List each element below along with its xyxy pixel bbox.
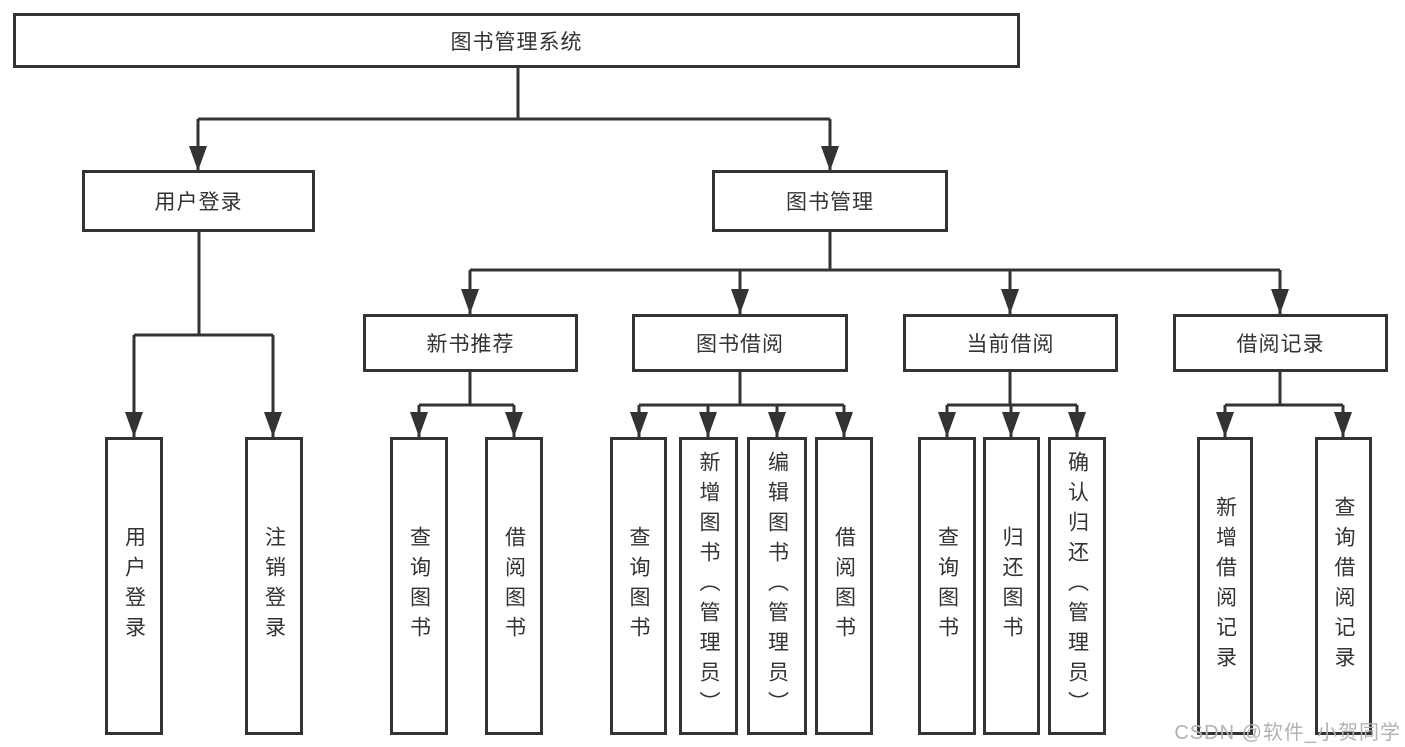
leaf-borrow-book-2-label: 借阅图书	[832, 526, 856, 646]
connector-book-borrow-to-leaves	[637, 372, 846, 437]
leaf-logout: 注销登录	[245, 437, 303, 735]
node-book-borrow-label: 图书借阅	[696, 333, 784, 356]
arrowhead-book-borrow	[731, 289, 749, 314]
node-current-borrow: 当前借阅	[903, 314, 1118, 372]
leaf-query-book-3-label: 查询图书	[935, 526, 959, 646]
leaf-add-book-admin-label: 新增图书（管理员）	[697, 451, 721, 721]
arrowhead-current-borrow	[1001, 289, 1019, 314]
leaf-edit-book-admin-label: 编辑图书（管理员）	[765, 451, 789, 721]
leaf-confirm-return-admin-label: 确认归还（管理员）	[1065, 451, 1089, 721]
node-root: 图书管理系统	[13, 13, 1020, 68]
leaf-query-book-2-label: 查询图书	[627, 526, 651, 646]
leaf-add-borrow-record-label: 新增借阅记录	[1213, 496, 1237, 676]
connector-user-login-to-leaves	[132, 232, 275, 437]
arrowhead-leaf-borrow-book-2	[835, 412, 853, 437]
node-current-borrow-label: 当前借阅	[966, 333, 1055, 356]
arrowhead-leaf-user-login	[125, 412, 143, 437]
arrowhead-borrow-record	[1271, 289, 1289, 314]
leaf-return-book-label: 归还图书	[1000, 526, 1024, 646]
arrowhead-new-book-rec	[461, 289, 479, 314]
arrowhead-leaf-add-record	[1216, 412, 1234, 437]
leaf-borrow-book-1: 借阅图书	[485, 437, 543, 735]
leaf-query-book-3: 查询图书	[918, 437, 976, 735]
arrowhead-book-mgmt	[821, 146, 839, 171]
arrowhead-leaf-query-record	[1334, 412, 1352, 437]
node-new-book-rec-label: 新书推荐	[426, 333, 515, 356]
arrowhead-leaf-add-book	[699, 412, 717, 437]
leaf-add-book-admin: 新增图书（管理员）	[679, 437, 738, 735]
arrowhead-leaf-edit-book	[768, 412, 786, 437]
connector-borrow-record-to-leaves	[1223, 372, 1345, 437]
arrowhead-leaf-logout	[264, 412, 282, 437]
arrowhead-leaf-confirm-return	[1068, 412, 1086, 437]
leaf-edit-book-admin: 编辑图书（管理员）	[747, 437, 807, 735]
node-new-book-rec: 新书推荐	[363, 314, 578, 372]
leaf-logout-label: 注销登录	[262, 526, 286, 646]
connector-book-mgmt-to-level3	[468, 232, 1282, 314]
leaf-query-book-2: 查询图书	[610, 437, 667, 735]
node-book-borrow: 图书借阅	[632, 314, 848, 372]
arrowhead-leaf-query-book-3	[938, 412, 956, 437]
node-root-label: 图书管理系统	[450, 30, 583, 54]
node-borrow-record-label: 借阅记录	[1236, 333, 1325, 356]
node-user-login-label: 用户登录	[154, 191, 243, 214]
node-borrow-record: 借阅记录	[1173, 314, 1388, 372]
leaf-borrow-book-1-label: 借阅图书	[502, 526, 526, 646]
leaf-borrow-book-2: 借阅图书	[815, 437, 873, 735]
leaf-confirm-return-admin: 确认归还（管理员）	[1048, 437, 1106, 735]
arrowhead-leaf-borrow-book-1	[505, 412, 523, 437]
leaf-user-login: 用户登录	[105, 437, 163, 735]
node-book-mgmt-label: 图书管理	[786, 191, 874, 214]
node-user-login: 用户登录	[82, 170, 315, 232]
leaf-user-login-label: 用户登录	[122, 526, 146, 646]
arrowhead-leaf-return-book	[1002, 412, 1020, 437]
leaf-query-borrow-record: 查询借阅记录	[1315, 437, 1372, 735]
leaf-query-book-1-label: 查询图书	[407, 526, 431, 646]
connector-new-book-rec-to-leaves	[417, 372, 516, 437]
connector-root-to-level2	[196, 68, 832, 171]
leaf-return-book: 归还图书	[983, 437, 1040, 735]
csdn-watermark: CSDN @软件_小贺同学	[1174, 722, 1401, 744]
node-book-mgmt: 图书管理	[712, 170, 948, 232]
arrowhead-leaf-query-book-1	[410, 412, 428, 437]
leaf-add-borrow-record: 新增借阅记录	[1197, 437, 1253, 735]
arrowhead-user-login	[189, 146, 207, 171]
leaf-query-book-1: 查询图书	[390, 437, 448, 735]
leaf-query-borrow-record-label: 查询借阅记录	[1332, 496, 1356, 676]
arrowhead-leaf-query-book-2	[630, 412, 648, 437]
